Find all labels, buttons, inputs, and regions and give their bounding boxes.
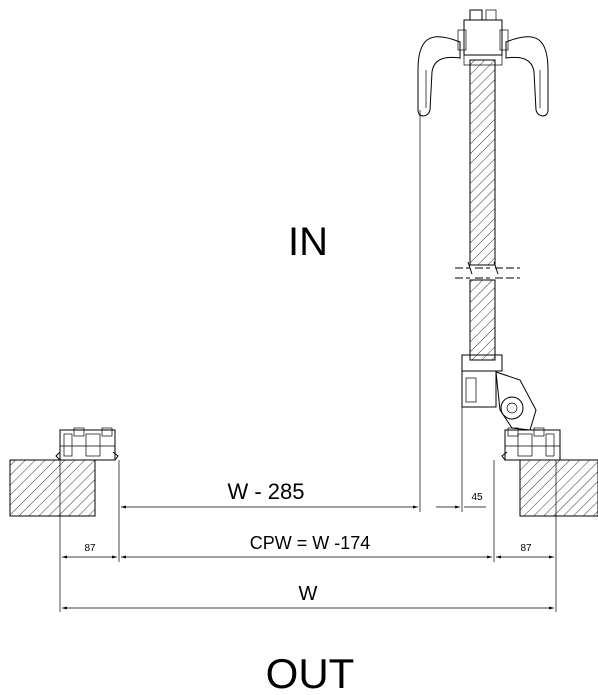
- left-wall: [9, 459, 96, 517]
- dim-label-87-left: 87: [84, 543, 96, 554]
- outside-label: OUT: [266, 650, 355, 695]
- dim-label-w-minus-285: W - 285: [227, 479, 304, 504]
- door-leaf: [455, 59, 520, 361]
- dim-label-87-right: 87: [520, 543, 532, 554]
- door-handle-assembly: [417, 9, 549, 117]
- dim-label-45: 45: [471, 492, 483, 503]
- right-wall: [519, 459, 598, 517]
- left-frame-profile: [55, 427, 119, 461]
- extension-lines: [59, 110, 557, 612]
- door-hinge-closer: [461, 354, 537, 431]
- dim-label-cpw: CPW = W -174: [250, 533, 371, 553]
- dim-label-w: W: [299, 583, 318, 605]
- inside-label: IN: [288, 220, 328, 264]
- right-frame-profile: [501, 427, 561, 461]
